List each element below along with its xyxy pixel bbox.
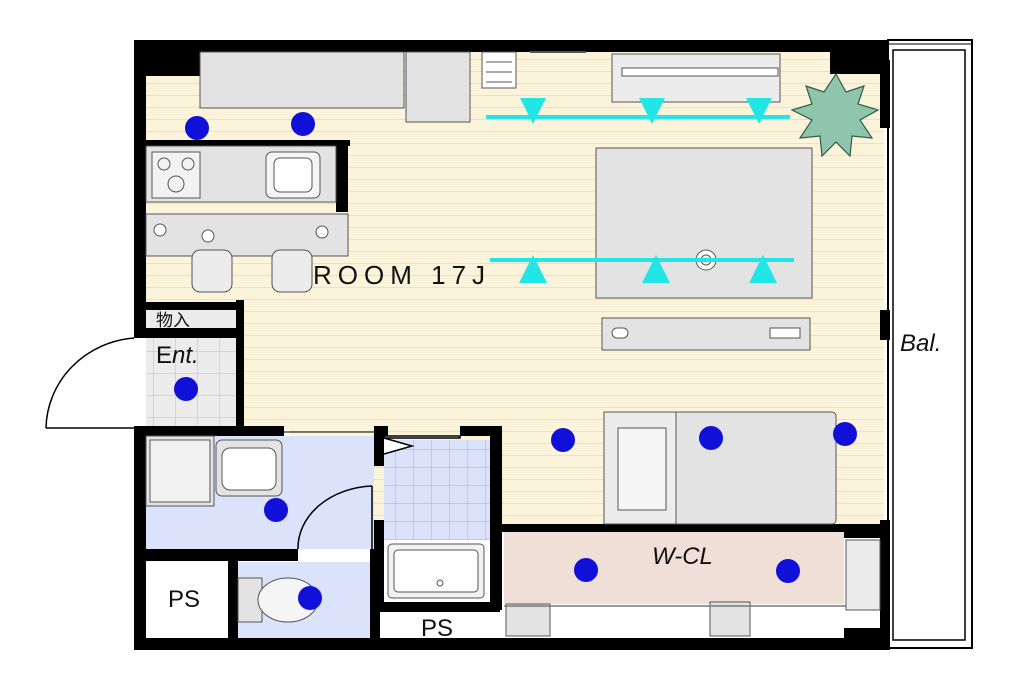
balcony-label: Bal. bbox=[900, 330, 942, 357]
marker-dots bbox=[174, 112, 857, 610]
entrance-label: Ent. bbox=[156, 344, 199, 368]
fridge-cabinet bbox=[199, 51, 405, 109]
fridge bbox=[405, 51, 471, 123]
kitchen bbox=[145, 145, 349, 257]
marker-dot bbox=[185, 116, 209, 140]
walls bbox=[134, 40, 890, 650]
closet-shelf bbox=[505, 603, 551, 637]
stool-2 bbox=[271, 249, 313, 293]
wash-door-swing bbox=[297, 485, 373, 550]
marker-dot bbox=[551, 428, 575, 452]
closet-label: W-CL bbox=[652, 543, 713, 570]
marker-dot bbox=[574, 558, 598, 582]
pipe-space-label-2: PS bbox=[421, 615, 454, 642]
stove bbox=[151, 151, 201, 199]
marker-dot bbox=[833, 422, 857, 446]
airflow-bottom bbox=[490, 255, 794, 283]
plant-icon bbox=[790, 72, 880, 158]
ps-1-floor bbox=[146, 562, 232, 638]
marker-dot bbox=[174, 377, 198, 401]
entrance-door-swing bbox=[45, 337, 135, 429]
tv bbox=[621, 67, 779, 77]
pillow bbox=[617, 427, 667, 511]
marker-dot bbox=[291, 112, 315, 136]
shelf bbox=[481, 51, 517, 89]
marker-dot bbox=[298, 586, 322, 610]
washroom-floor-2 bbox=[300, 436, 374, 549]
room-label: ROOM 17J bbox=[313, 260, 492, 290]
balcony-inner bbox=[892, 49, 966, 641]
stool-1 bbox=[191, 249, 233, 293]
closet-unit bbox=[845, 539, 881, 611]
storage-label: 物入 bbox=[156, 311, 190, 330]
tv-stand bbox=[611, 53, 781, 103]
ps-2-floor bbox=[384, 612, 488, 638]
airflow-top bbox=[486, 98, 790, 124]
bathroom-floor bbox=[384, 440, 490, 540]
storage-frame bbox=[146, 310, 236, 328]
marker-dot bbox=[699, 426, 723, 450]
entrance-label-suffix: nt. bbox=[172, 342, 199, 369]
dining-table bbox=[595, 147, 813, 299]
marker-dot bbox=[776, 559, 800, 583]
bath-door bbox=[383, 435, 461, 455]
entrance-label-prefix: E bbox=[156, 342, 173, 369]
marker-dot bbox=[264, 498, 288, 522]
kitchen-island bbox=[145, 213, 349, 257]
closet-cabinet bbox=[709, 601, 751, 637]
pipe-space-label-1: PS bbox=[168, 586, 201, 613]
